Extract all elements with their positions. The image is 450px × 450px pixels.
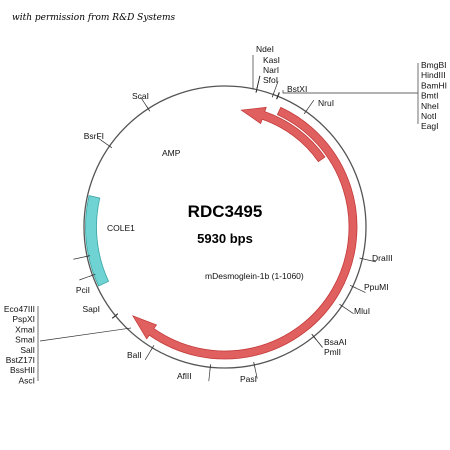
site-ppumi-leader xyxy=(356,287,366,293)
site-sapi-tick xyxy=(88,273,96,277)
site-xmai-label: XmaI xyxy=(15,324,35,334)
site-pmli-label: PmlI xyxy=(324,347,341,357)
site-eco47iii-label: Eco47III xyxy=(4,304,35,314)
site-aflii-label: AflII xyxy=(177,371,192,381)
site-eagi-tick xyxy=(276,92,280,100)
site-kasi-label: KasI xyxy=(263,55,280,65)
site-bamhi-label: BamHI xyxy=(421,80,447,90)
site-bali-label: BalI xyxy=(127,350,142,360)
site-bsrfi-leader xyxy=(97,137,107,145)
site-sapi-label: SapI xyxy=(83,304,101,314)
site-bstxi-tick xyxy=(271,90,275,98)
site-pcii-leader xyxy=(73,256,84,260)
site-scai-leader xyxy=(140,96,147,106)
site-eagi-label: EagI xyxy=(421,121,439,131)
site-draiii-label: DraIII xyxy=(372,253,393,263)
feature-label-insert: mDesmoglein-1b (1-1060) xyxy=(205,271,304,281)
site-bsrfi-label: BsrFI xyxy=(84,131,104,141)
site-sali-label: SalI xyxy=(20,345,35,355)
site-sfoi-tick xyxy=(255,85,259,93)
site-pspxi-label: PspXI xyxy=(12,314,35,324)
plasmid-backbone xyxy=(83,85,367,369)
site-nrui-tick xyxy=(303,107,309,115)
site-bstxi-leader xyxy=(274,81,279,91)
site-bstxi-label: BstXI xyxy=(287,84,307,94)
site-hindiii-label: HindIII xyxy=(421,70,446,80)
site-aflii-leader xyxy=(208,371,211,382)
site-nari-label: NarI xyxy=(263,65,279,75)
site-ppumi-label: PpuMI xyxy=(364,282,389,292)
plasmid-name: RDC3495 xyxy=(188,202,263,221)
feature-label-cole1: COLE1 xyxy=(107,223,135,233)
right-mcs-leader xyxy=(282,90,418,94)
site-ppumi-tick xyxy=(349,284,357,289)
site-mlui-tick xyxy=(339,303,346,309)
site-mlui-leader xyxy=(345,307,354,314)
site-sfoi-leader xyxy=(257,75,261,86)
site-bsrfi-tick xyxy=(105,143,113,149)
feature-insert-arrow xyxy=(131,106,358,360)
site-pasi-leader xyxy=(254,368,258,379)
feature-amp-arrow xyxy=(240,106,326,163)
site-pasi-tick xyxy=(253,361,256,369)
site-asci-label: AscI xyxy=(18,375,35,385)
site-pmli-tick xyxy=(311,333,317,340)
site-nrui-label: NruI xyxy=(318,98,334,108)
site-bali-tick xyxy=(149,345,155,352)
site-sapi-leader xyxy=(79,276,89,281)
site-sfoi-label: SfoI xyxy=(263,75,278,85)
site-draiii-tick xyxy=(359,257,367,261)
site-scai-tick xyxy=(145,105,151,112)
site-pasi-label: PasI xyxy=(240,374,257,384)
features-layer: AMP COLE1 mDesmoglein-1b (1-1060) xyxy=(85,106,358,360)
site-asci-tick xyxy=(112,313,119,319)
site-smai-label: SmaI xyxy=(15,335,35,345)
site-pmli-leader xyxy=(315,339,323,348)
site-aflii-tick xyxy=(209,364,211,372)
credit-text: with permission from R&D Systems xyxy=(12,13,176,23)
site-draiii-leader xyxy=(366,259,377,263)
site-bsaai-label: BsaAI xyxy=(324,337,347,347)
site-noti-label: NotI xyxy=(421,111,437,121)
plasmid-size: 5930 bps xyxy=(197,231,253,246)
site-bali-leader xyxy=(144,351,151,361)
site-bmti-label: BmtI xyxy=(421,91,438,101)
site-nhei-label: NheI xyxy=(421,101,439,111)
site-nrui-leader xyxy=(307,99,315,109)
site-bmgbi-label: BmgBI xyxy=(421,60,447,70)
site-pcii-tick xyxy=(83,255,91,258)
feature-label-amp: AMP xyxy=(162,148,181,158)
site-bsshii-label: BssHII xyxy=(10,365,35,375)
site-scai-label: ScaI xyxy=(132,91,149,101)
left-mcs-leader xyxy=(39,327,132,342)
site-pcii-label: PciI xyxy=(76,285,90,295)
site-ndei-label: NdeI xyxy=(256,44,274,54)
site-bstz17i-label: BstZ17I xyxy=(6,355,35,365)
feature-cole1-block xyxy=(85,195,110,287)
site-mlui-label: MluI xyxy=(354,306,370,316)
